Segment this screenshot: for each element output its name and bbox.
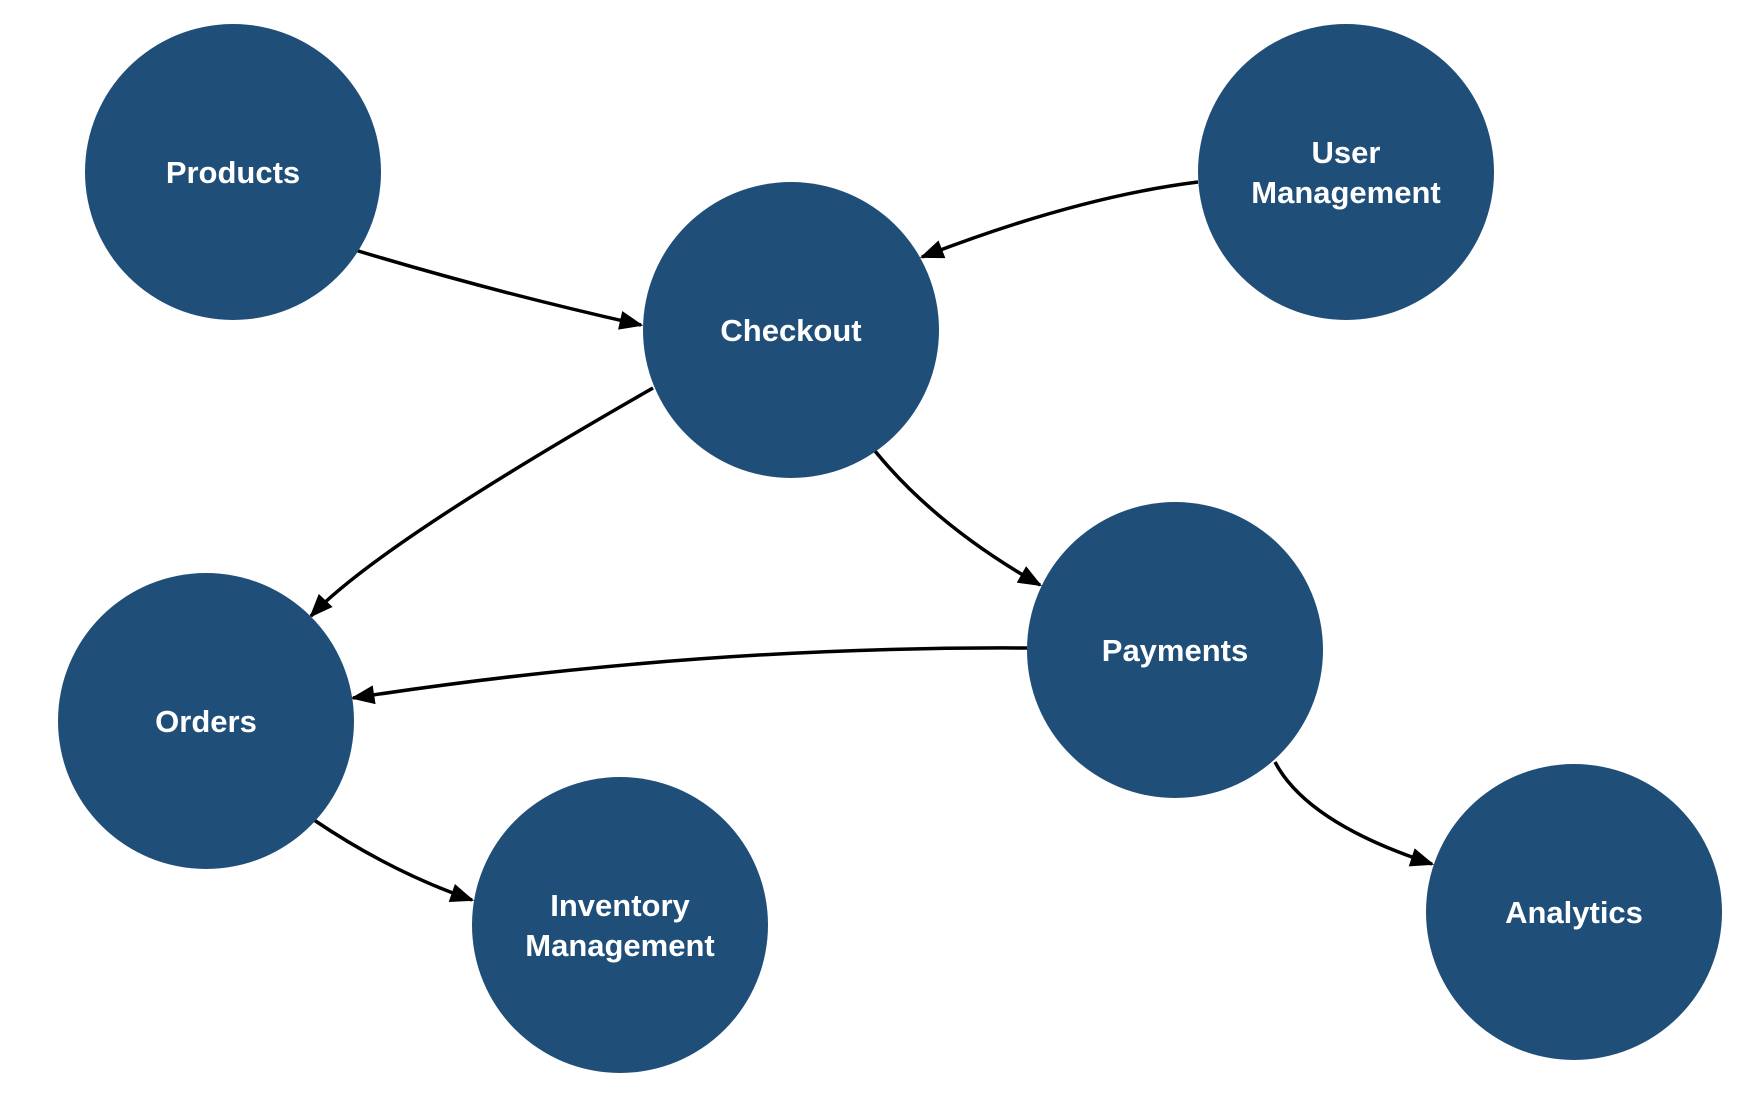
edge-orders-to-inventory-management [313, 818, 475, 902]
node-orders: Orders [58, 573, 354, 869]
node-products: Products [85, 24, 381, 320]
edge-checkout-to-payments [873, 449, 1043, 587]
node-checkout: Checkout [643, 182, 939, 478]
edge-user-management-to-checkout [919, 180, 1199, 259]
node-circle-inventory-management [472, 777, 768, 1073]
node-payments: Payments [1027, 502, 1323, 798]
edges-layer [309, 180, 1435, 902]
node-label-orders: Orders [155, 704, 257, 739]
node-circle-products [85, 24, 381, 320]
node-label-analytics: Analytics [1505, 895, 1643, 930]
node-circle-orders [58, 573, 354, 869]
node-analytics: Analytics [1426, 764, 1722, 1060]
edge-payments-to-orders [350, 646, 1028, 705]
node-label-checkout: Checkout [720, 313, 861, 348]
node-label-payments: Payments [1102, 633, 1248, 668]
node-label-products: Products [166, 155, 300, 190]
node-circle-analytics [1426, 764, 1722, 1060]
node-circle-checkout [643, 182, 939, 478]
edge-checkout-to-orders [309, 386, 654, 618]
node-circle-payments [1027, 502, 1323, 798]
edge-products-to-checkout [354, 248, 644, 330]
node-circle-user-management [1198, 24, 1494, 320]
edge-payments-to-analytics [1273, 761, 1435, 867]
